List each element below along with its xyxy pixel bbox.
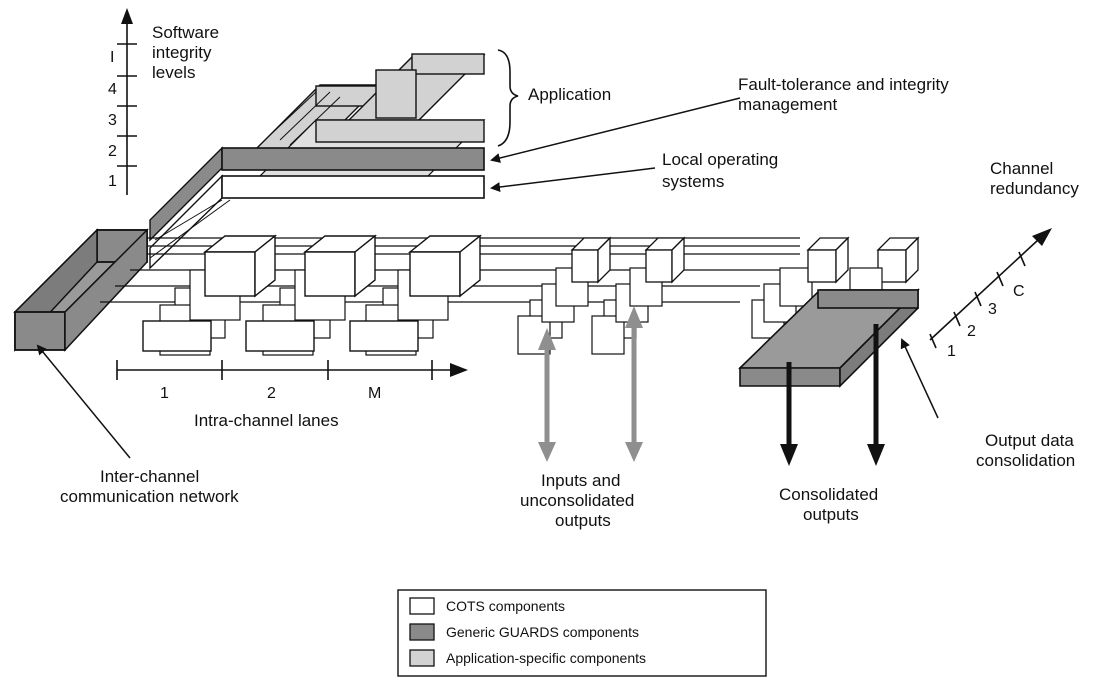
ft-management-slab bbox=[221, 147, 485, 171]
inputs-label-1: Inputs and bbox=[541, 471, 620, 490]
lane-tick-1: 1 bbox=[160, 385, 169, 402]
app-component-level-i bbox=[411, 53, 485, 75]
consolidation-cubes bbox=[751, 236, 920, 339]
channel-redundancy-axis: 1 2 3 C Channel redundancy bbox=[929, 159, 1079, 360]
intra-channel-lanes-label: Intra-channel lanes bbox=[194, 411, 339, 430]
application-label: Application bbox=[528, 85, 611, 104]
integrity-levels-axis: 1 2 3 4 I Software integrity levels bbox=[108, 8, 219, 195]
integrity-tick-4: 4 bbox=[108, 81, 117, 98]
app-component-level-3 bbox=[315, 119, 485, 143]
io-cluster-a bbox=[517, 236, 612, 355]
inputs-unconsolidated-arrows bbox=[538, 306, 643, 462]
legend-swatch-cots bbox=[409, 597, 435, 615]
integrity-tick-i: I bbox=[110, 49, 114, 66]
channel-redundancy-label-2: redundancy bbox=[990, 179, 1079, 198]
inter-channel-label-2: communication network bbox=[60, 487, 239, 506]
inputs-label-2: unconsolidated bbox=[520, 491, 634, 510]
legend-label-generic: Generic GUARDS components bbox=[446, 624, 639, 640]
consolidated-label-1: Consolidated bbox=[779, 485, 878, 504]
integrity-tick-1: 1 bbox=[108, 173, 117, 190]
local-os-slab bbox=[221, 175, 485, 199]
channel-tick-3: 3 bbox=[988, 301, 997, 318]
integrity-axis-title-3: levels bbox=[152, 63, 195, 82]
legend: COTS components Generic GUARDS component… bbox=[397, 589, 767, 677]
legend-label-application: Application-specific components bbox=[446, 650, 646, 666]
callouts: Application Fault-tolerance and integrit… bbox=[36, 49, 1075, 530]
legend-swatch-application bbox=[409, 649, 435, 667]
inputs-label-3: outputs bbox=[555, 511, 611, 530]
lane-tick-m: M bbox=[368, 385, 381, 402]
channel-lanes bbox=[142, 234, 920, 356]
inter-channel-label-1: Inter-channel bbox=[100, 467, 199, 486]
legend-label-cots: COTS components bbox=[446, 598, 565, 614]
application-brace bbox=[497, 49, 519, 147]
integrity-axis-title-1: Software bbox=[152, 23, 219, 42]
channel-tick-2: 2 bbox=[967, 323, 976, 340]
local-os-label-1: Local operating bbox=[662, 150, 778, 169]
lane-tick-2: 2 bbox=[267, 385, 276, 402]
channel-tick-c: C bbox=[1013, 283, 1025, 300]
integrity-axis-arrowhead bbox=[121, 8, 133, 24]
ft-management-label-1: Fault-tolerance and integrity bbox=[738, 75, 949, 94]
consolidated-output-arrows bbox=[780, 324, 885, 466]
intra-channel-lane-axis: 1 2 M Intra-channel lanes bbox=[116, 360, 468, 430]
lane-cluster-2 bbox=[245, 234, 377, 356]
io-cluster-b bbox=[591, 236, 686, 355]
lane-cluster-m bbox=[349, 234, 482, 356]
network-front-block bbox=[14, 311, 66, 351]
integrity-tick-3: 3 bbox=[108, 112, 117, 129]
legend-box bbox=[397, 589, 767, 677]
output-consolidation-label-2: consolidation bbox=[976, 451, 1075, 470]
channel-redundancy-label-1: Channel bbox=[990, 159, 1053, 178]
lane-cluster-1 bbox=[142, 234, 277, 356]
integrity-tick-2: 2 bbox=[108, 143, 117, 160]
software-layer-stack bbox=[149, 53, 486, 270]
ft-management-label-2: management bbox=[738, 95, 838, 114]
output-consolidation-plate bbox=[738, 288, 920, 388]
legend-swatch-generic bbox=[409, 623, 435, 641]
consolidated-label-2: outputs bbox=[803, 505, 859, 524]
output-consolidation-label-1: Output data bbox=[985, 431, 1074, 450]
integrity-axis-title-2: integrity bbox=[152, 43, 212, 62]
channel-tick-1: 1 bbox=[947, 343, 956, 360]
local-os-label-2: systems bbox=[662, 172, 724, 191]
